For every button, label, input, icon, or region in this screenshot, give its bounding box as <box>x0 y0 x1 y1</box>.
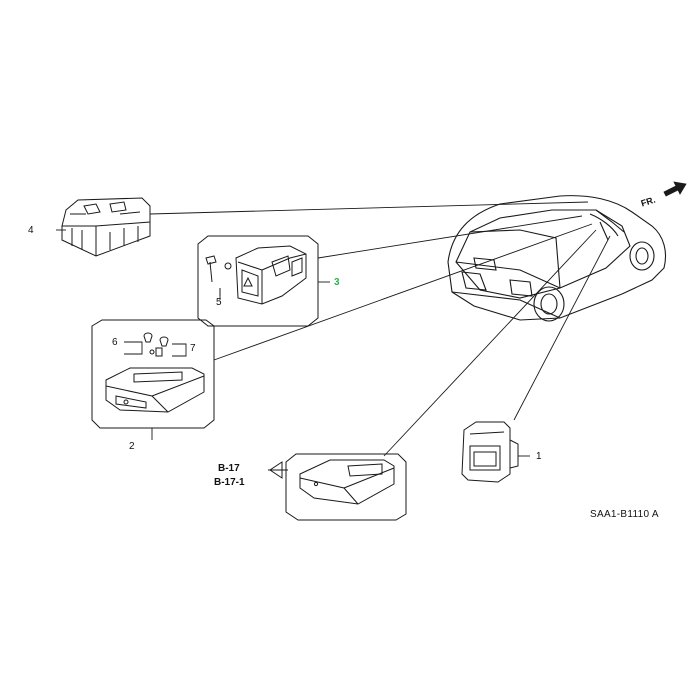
part-4-roof-light <box>61 197 151 257</box>
diagram-code: SAA1-B1110 A <box>590 509 659 520</box>
callout-5: 5 <box>216 297 222 308</box>
part-2-switch-panel-group <box>91 319 215 429</box>
reference-b17-1: B-17-1 <box>214 477 245 488</box>
front-direction-arrow <box>663 181 687 197</box>
reference-b17: B-17 <box>218 463 240 474</box>
leader-lines <box>56 201 611 457</box>
part-3-hazard-switch-group <box>197 235 319 327</box>
callout-7: 7 <box>190 343 196 354</box>
ac-switch-group <box>285 453 407 521</box>
callout-6: 6 <box>112 337 118 348</box>
callout-4: 4 <box>28 225 34 236</box>
callout-1: 1 <box>536 451 542 462</box>
callout-2: 2 <box>129 441 135 452</box>
callout-3: 3 <box>334 277 340 288</box>
part-1-mirror-switch <box>461 421 519 483</box>
car-illustration <box>447 195 667 322</box>
